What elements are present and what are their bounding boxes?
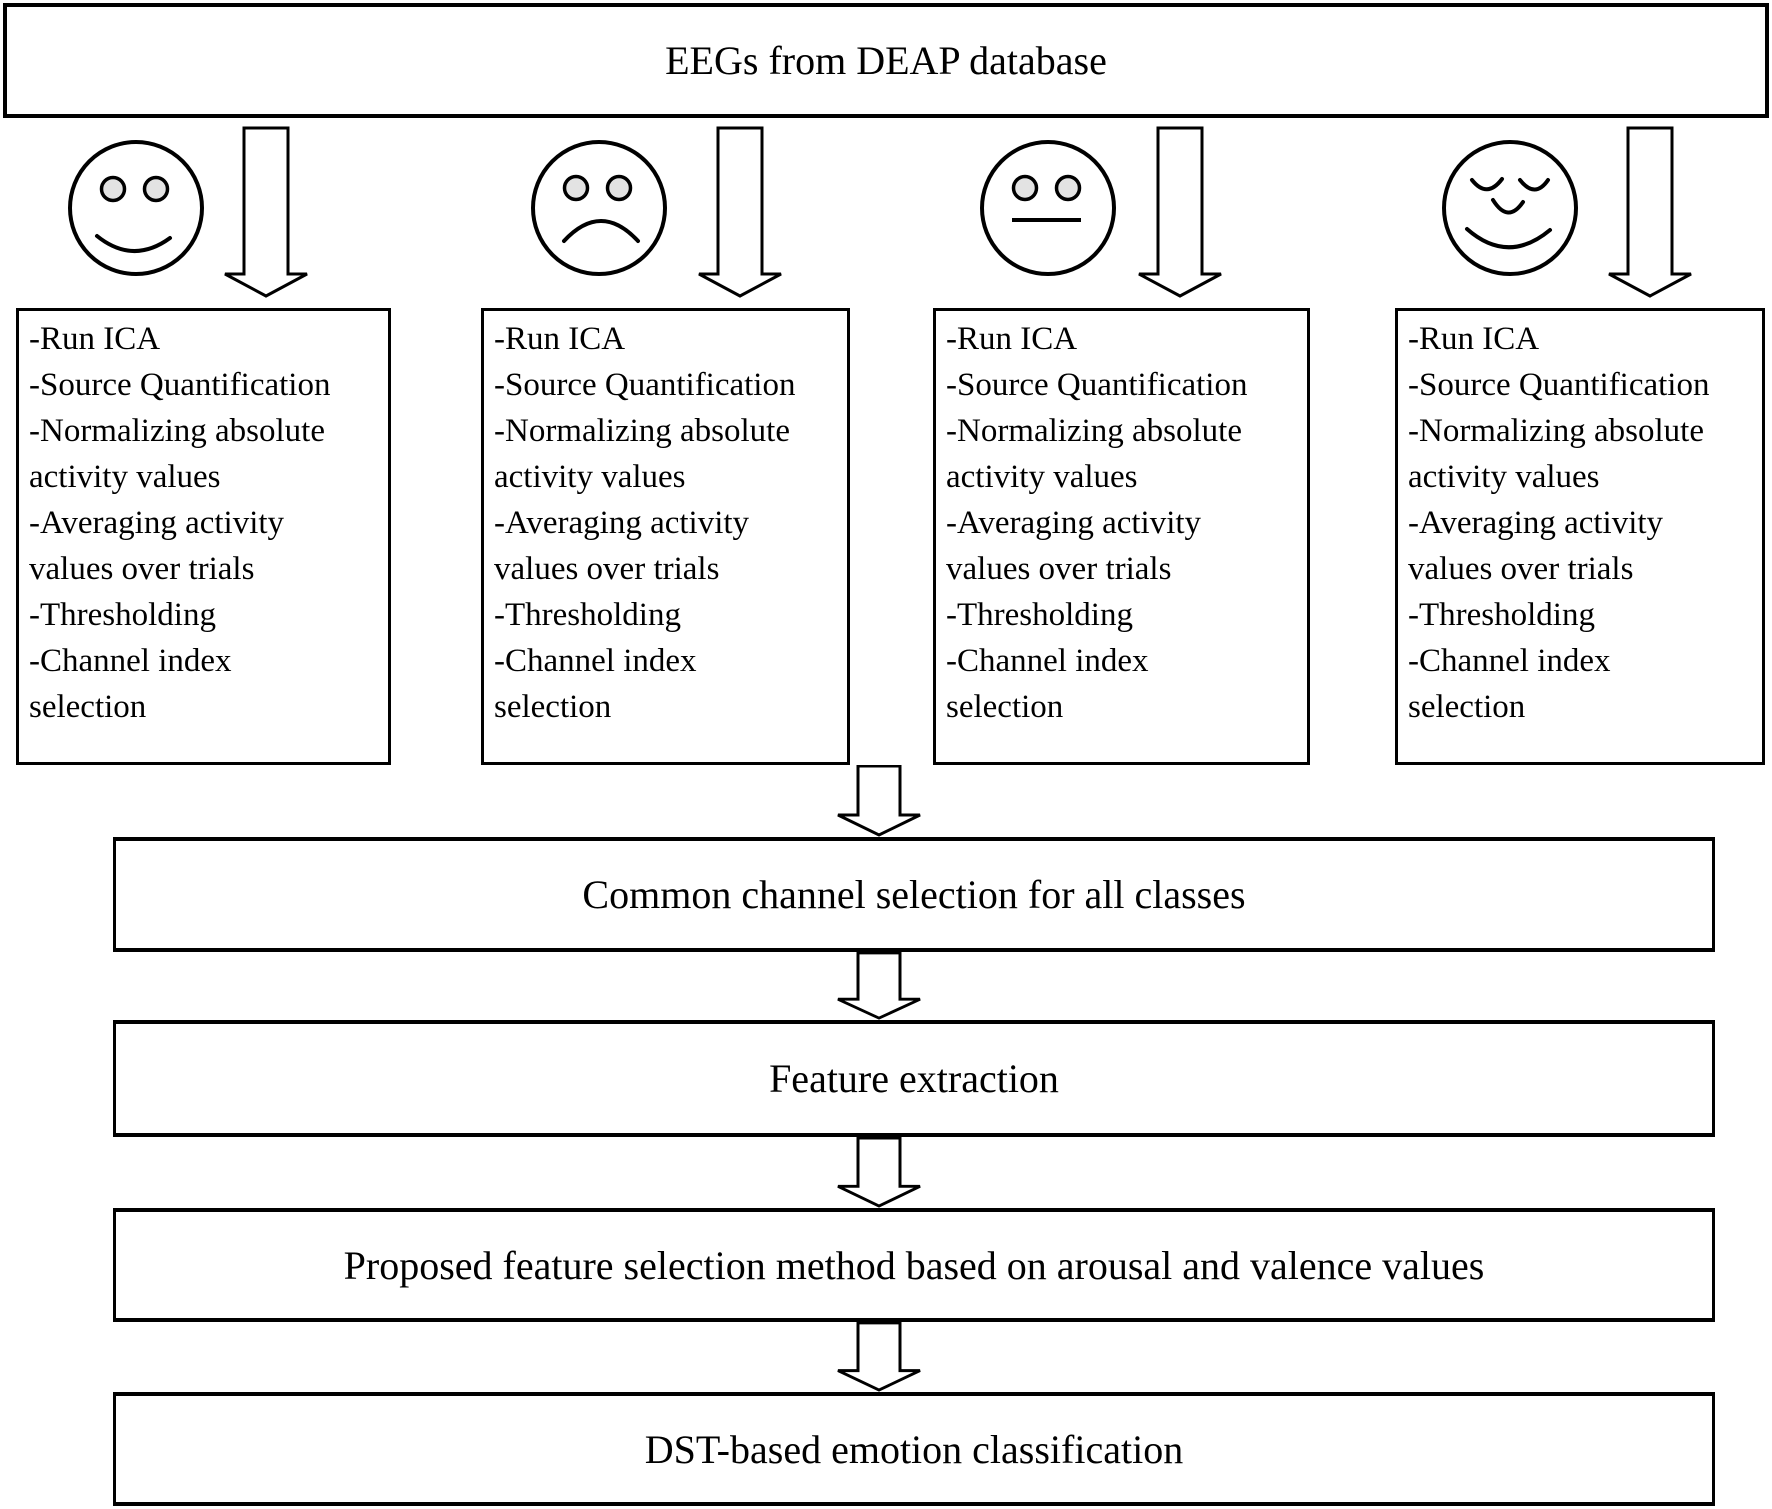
feature-extraction-label: Feature extraction <box>769 1056 1059 1101</box>
source-box-label: EEGs from DEAP database <box>665 38 1107 83</box>
process-step: -Thresholding <box>494 597 681 633</box>
preprocessing-box-2: -Run ICA -Source Quantification -Normalizi… <box>481 308 850 765</box>
dst-classification-box: DST-based emotion classification <box>113 1392 1715 1506</box>
process-step: -Source Quantification <box>494 367 796 403</box>
process-step: -Normalizing absolute activity values <box>946 413 1243 495</box>
process-step: -Source Quantification <box>1408 367 1710 403</box>
process-step: -Source Quantification <box>946 367 1248 403</box>
process-step: -Run ICA <box>1408 321 1540 357</box>
common-channel-selection-box: Common channel selection for all classes <box>113 837 1715 952</box>
feature-extraction-box: Feature extraction <box>113 1020 1715 1137</box>
flow-arrow-icon <box>837 1322 921 1392</box>
process-step: -Run ICA <box>946 321 1078 357</box>
down-arrow-icon <box>224 126 308 298</box>
down-arrow-icon <box>1608 126 1692 298</box>
process-step: -Run ICA <box>29 321 161 357</box>
down-arrow-icon <box>1138 126 1222 298</box>
process-step: -Channel index selection <box>494 643 697 725</box>
dst-classification-label: DST-based emotion classification <box>644 1426 1184 1472</box>
process-step: -Run ICA <box>494 321 626 357</box>
flow-arrow-icon <box>837 952 921 1020</box>
feature-selection-box: Proposed feature selection method based … <box>113 1208 1715 1322</box>
source-box: EEGs from DEAP database <box>3 3 1769 118</box>
process-step: -Channel index selection <box>946 643 1149 725</box>
neutral-face-icon <box>980 140 1116 276</box>
process-step: -Averaging activity values over trials <box>946 505 1202 587</box>
flow-arrow-icon <box>837 1137 921 1208</box>
sad-face-icon <box>531 140 667 276</box>
preprocessing-box-4: -Run ICA -Source Quantification -Normalizi… <box>1395 308 1765 765</box>
common-channel-selection-label: Common channel selection for all classes <box>582 872 1246 917</box>
process-step: -Averaging activity values over trials <box>29 505 285 587</box>
process-step: -Thresholding <box>1408 597 1595 633</box>
process-step: -Normalizing absolute activity values <box>29 413 326 495</box>
process-step: -Averaging activity values over trials <box>494 505 750 587</box>
feature-selection-label: Proposed feature selection method based … <box>343 1242 1485 1288</box>
process-step: -Averaging activity values over trials <box>1408 505 1664 587</box>
flow-arrow-icon <box>837 765 921 837</box>
process-step: -Thresholding <box>29 597 216 633</box>
down-arrow-icon <box>698 126 782 298</box>
preprocessing-box-1: -Run ICA -Source Quantification -Normalizi… <box>16 308 391 765</box>
process-step: -Channel index selection <box>1408 643 1611 725</box>
process-step: -Source Quantification <box>29 367 331 403</box>
process-step: -Channel index selection <box>29 643 232 725</box>
process-step: -Thresholding <box>946 597 1133 633</box>
relaxed-face-icon <box>1442 140 1578 276</box>
happy-face-icon <box>68 140 204 276</box>
preprocessing-box-3: -Run ICA -Source Quantification -Normalizi… <box>933 308 1310 765</box>
process-step: -Normalizing absolute activity values <box>1408 413 1705 495</box>
process-step: -Normalizing absolute activity values <box>494 413 791 495</box>
